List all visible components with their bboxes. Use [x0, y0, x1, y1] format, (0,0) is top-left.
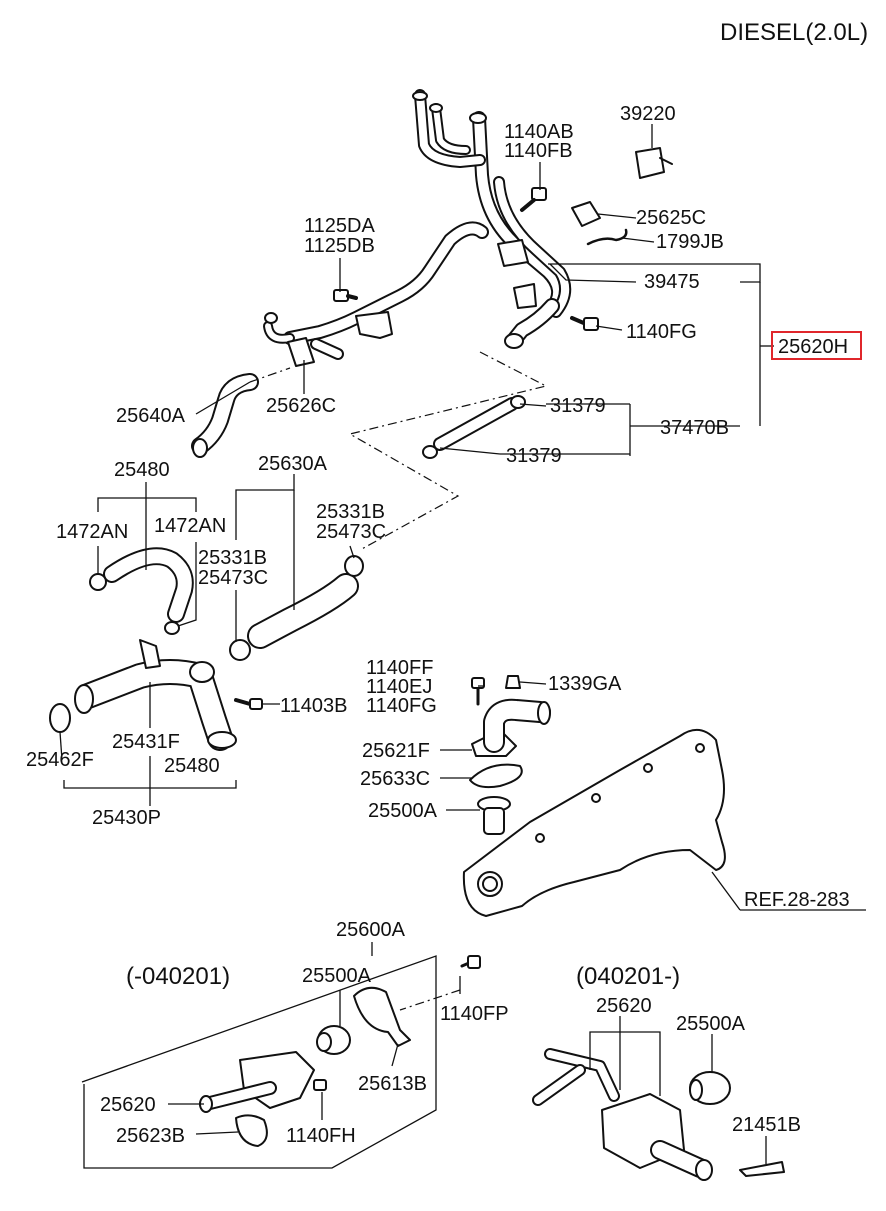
hose-25480 [89, 547, 194, 635]
label-21451b: 21451B [732, 1114, 801, 1136]
label-1140ff: 1140FF [366, 657, 433, 679]
label-1140fp: 1140FP [440, 1003, 509, 1025]
label-1140fh: 1140FH [286, 1125, 356, 1147]
inset-old-parts [199, 955, 481, 1147]
label-25613b: 25613B [358, 1073, 427, 1095]
part-labels: 39220 1140AB 1140FB 25625C 1799JB 1125DA… [26, 103, 862, 1147]
engine-variant-title: DIESEL(2.0L) [720, 19, 868, 46]
label-25620-right: 25620 [596, 995, 652, 1017]
assembly-link-line [348, 351, 548, 551]
label-25626c: 25626C [266, 395, 336, 417]
bolt-1125da [333, 289, 358, 302]
label-1125db: 1125DB [304, 235, 375, 257]
label-1472an-right: 1472AN [154, 515, 226, 537]
thermostat-25500a [477, 796, 511, 835]
bolt-link-line [399, 989, 461, 1011]
label-25620h: 25620H [778, 336, 848, 358]
engine-manifold-outline [462, 729, 726, 917]
label-1799jb: 1799JB [656, 231, 724, 253]
gasket-25633c [469, 763, 523, 789]
label-1140fg-lower: 1140FG [366, 695, 437, 717]
label-1140fb: 1140FB [504, 140, 573, 162]
label-period-old: (-040201) [126, 963, 230, 990]
label-39475: 39475 [644, 271, 700, 293]
label-25473c-right: 25473C [316, 521, 386, 543]
label-25500a-left: 25500A [302, 965, 372, 987]
sensor-39220 [635, 147, 673, 179]
label-31379-upper: 31379 [550, 395, 606, 417]
label-25630a: 25630A [258, 453, 328, 475]
label-1140fg: 1140FG [626, 321, 697, 343]
label-11403b: 11403B [280, 695, 347, 717]
label-25620-left: 25620 [100, 1094, 156, 1116]
gasket-25462f [49, 703, 71, 733]
label-25625c: 25625C [636, 207, 706, 229]
label-25640a: 25640A [116, 405, 186, 427]
label-1472an-left: 1472AN [56, 521, 128, 543]
label-31379-lower: 31379 [506, 445, 562, 467]
label-25462f: 25462F [26, 749, 94, 771]
label-25500a-right: 25500A [676, 1013, 746, 1035]
label-period-new: (040201-) [576, 963, 680, 990]
hose-25630a [229, 555, 364, 661]
inset-box-old [81, 955, 437, 1169]
highlight-box-25620h [771, 331, 862, 360]
label-39220: 39220 [620, 103, 676, 125]
label-25480-top: 25480 [114, 459, 170, 481]
pipe-37470b [422, 395, 526, 459]
upper-water-pipe-assembly [263, 89, 572, 367]
label-1125da: 1125DA [304, 215, 375, 237]
label-25500a-mid: 25500A [368, 800, 438, 822]
label-25600a: 25600A [336, 919, 406, 941]
label-25473c-left: 25473C [198, 567, 268, 589]
label-25621f: 25621F [362, 740, 430, 762]
label-25430p: 25430P [92, 807, 161, 829]
bolt-1140ab [520, 187, 547, 212]
clip-25625c [571, 201, 601, 227]
label-25480-bottom: 25480 [164, 755, 220, 777]
tie-1799jb [586, 228, 628, 246]
label-25623b: 25623B [116, 1125, 185, 1147]
label-25331b-right: 25331B [316, 501, 385, 523]
label-1140ab: 1140AB [504, 121, 574, 143]
label-1339ga: 1339GA [548, 673, 622, 695]
label-1140ej: 1140EJ [366, 676, 432, 698]
leader-lines [59, 124, 866, 1164]
label-25431f: 25431F [112, 731, 180, 753]
label-37470b: 37470B [660, 417, 729, 439]
housing-25431f [74, 639, 263, 751]
bolt-1140fg [570, 316, 599, 331]
thermostat-housing-25621f [471, 675, 551, 757]
label-ref-28-283: REF.28-283 [744, 889, 850, 911]
label-25331b-left: 25331B [198, 547, 267, 569]
inset-new-parts [532, 1048, 785, 1181]
label-25633c: 25633C [360, 768, 430, 790]
hose-25640a [191, 373, 259, 458]
hose-link-line [249, 367, 291, 383]
